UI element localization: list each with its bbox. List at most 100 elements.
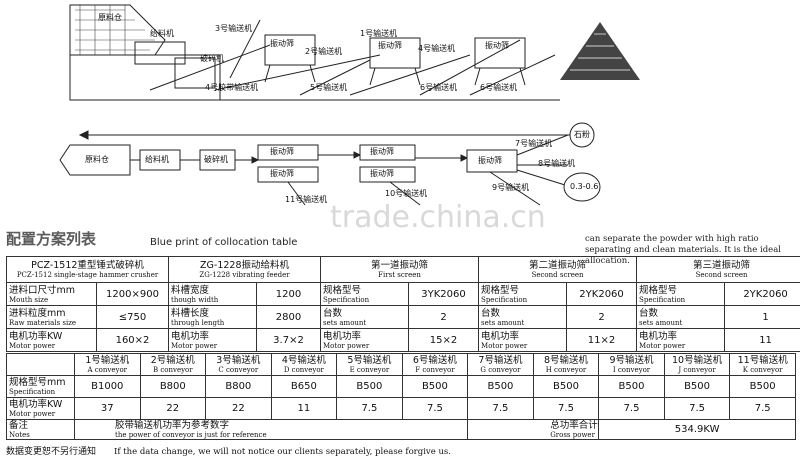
cell-value: 7.5 [729,397,796,420]
flow-conveyor-8: 8号输送机 [538,159,576,168]
cell-value: 2YK2060 [566,282,638,306]
footer-note: 数据变更恕不另行通知 If the data change, we will no… [6,444,451,457]
label-crusher: 破碎机 [200,54,224,63]
footer-en: If the data change, we will not notice o… [114,447,451,457]
cell-value: 2YK2060 [724,282,800,306]
cell-value: B500 [598,375,665,398]
cell-value: B500 [336,375,403,398]
label-raw-bin: 原料仓 [98,13,122,22]
label-conveyor-4-belt: 4号胶带输送机 [205,83,259,92]
label-conveyor-6b: 6号输送机 [480,83,518,92]
flow-conveyor-10: 10号输送机 [385,189,428,198]
label-conveyor-1: 1号输送机 [360,29,398,38]
flow-screen-3: 振动筛 [478,156,502,165]
label-screen-3: 振动筛 [485,41,509,50]
flow-crusher: 破碎机 [204,155,228,164]
flow-stone-powder: 石粉 [574,130,590,139]
cell-value: 7.5 [336,397,403,420]
cell-value: 7.5 [467,397,534,420]
flow-feeder: 给料机 [145,155,169,164]
label-conveyor-4: 4号输送机 [418,44,456,53]
corner-cell [6,353,75,376]
cell-value: 15×2 [408,328,480,352]
flow-screen-2a: 振动筛 [370,147,394,156]
label-conveyor-3: 3号输送机 [215,24,253,33]
cell-value: 3YK2060 [408,282,480,306]
cell-value: 3.7×2 [255,328,322,352]
table-title-en: Blue print of collocation table [150,237,298,248]
label-conveyor-6a: 6号输送机 [420,83,458,92]
cell-value: 2 [408,305,480,329]
footer-cn: 数据变更恕不另行通知 [6,447,97,457]
flow-product-size: 0.3-0.6 [570,182,599,191]
label-screen-1: 振动筛 [270,39,294,48]
label-feeder: 给料机 [150,29,174,38]
cell-value: 1 [724,305,800,329]
cell-value: B500 [729,375,796,398]
label-conveyor-5: 5号输送机 [310,83,348,92]
process-diagram: 原料仓 给料机 破碎机 3号输送机 4号胶带输送机 振动筛 2号输送机 5号输送… [0,0,800,235]
flow-screen-1b: 振动筛 [270,169,294,178]
flow-screen-1a: 振动筛 [270,147,294,156]
label-screen-2: 振动筛 [378,41,402,50]
cell-value: 7.5 [532,397,600,420]
cell-value: ≤750 [96,305,169,329]
cell-value: B500 [467,375,534,398]
flow-conveyor-9: 9号输送机 [492,183,530,192]
cell-value: 7.5 [663,397,731,420]
cell-value: 11 [270,397,338,420]
cell-value: B800 [139,375,207,398]
cell-value: 11×2 [566,328,638,352]
flow-conveyor-11: 11号输送机 [285,195,328,204]
cell-value: B500 [532,375,600,398]
cell-value: 37 [74,397,141,420]
cell-value: 7.5 [598,397,665,420]
flow-raw-bin: 原料仓 [85,155,109,164]
watermark: trade.china.cn [330,200,546,235]
cell-value: 11 [724,328,800,352]
cell-value: 160×2 [96,328,169,352]
cell-value: B500 [663,375,731,398]
cell-value: 1200×900 [96,282,169,306]
flow-conveyor-7: 7号输送机 [515,139,553,148]
cell-value: 22 [139,397,207,420]
gross-power-value: 534.9KW [598,419,796,440]
label-conveyor-2: 2号输送机 [305,47,343,56]
process-diagram-svg [59,4,640,206]
cell-value: 2 [566,305,638,329]
